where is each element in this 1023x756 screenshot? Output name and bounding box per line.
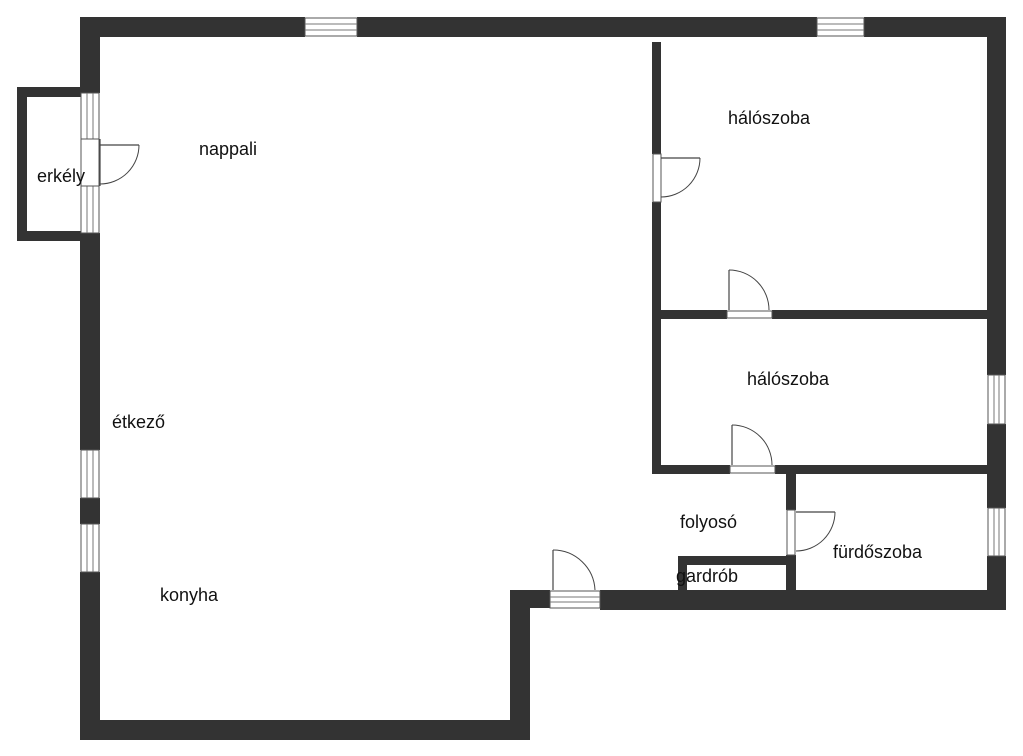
room-label-furdo: fürdőszoba <box>833 542 923 562</box>
wall-wardrobe-top <box>678 556 796 565</box>
wall-bathroom-left-bottom <box>786 555 796 595</box>
window-balcony-bottom <box>80 185 100 234</box>
wall-bedroom2-bottom-left <box>652 465 730 474</box>
wall-right-middle <box>987 424 1006 508</box>
window-top-right <box>816 17 865 37</box>
window-right-bathroom <box>987 507 1006 557</box>
window-right-bedroom2 <box>987 374 1006 425</box>
wall-left-middle <box>80 233 100 450</box>
door-bedroom2 <box>729 424 776 474</box>
wall-left-top <box>80 17 100 93</box>
wall-top-left <box>80 17 305 37</box>
wall-bottom-right <box>600 590 1006 610</box>
balcony-wall-top <box>17 87 83 97</box>
door-bathroom <box>786 509 836 556</box>
wall-step-top <box>510 590 550 608</box>
wall-bedroom2-bottom-right <box>775 465 988 474</box>
wall-right-top <box>987 17 1006 375</box>
wall-bedrooms-divider-right <box>772 310 988 319</box>
room-label-folyoso: folyosó <box>680 512 737 532</box>
window-top-left <box>304 17 358 37</box>
door-bedroom-divider <box>726 269 773 319</box>
room-label-gardrob: gardrób <box>676 566 738 586</box>
door-entrance <box>549 549 601 609</box>
door-balcony <box>80 138 140 187</box>
window-left-dining <box>80 449 100 499</box>
door-bedroom1 <box>652 153 701 203</box>
wall-bedroom1-left-top <box>652 42 661 154</box>
wall-top-right <box>864 17 1006 37</box>
window-balcony-top <box>80 92 100 140</box>
wall-bedrooms-divider-left <box>652 310 727 319</box>
wall-left-bottom <box>80 572 100 740</box>
window-left-kitchen <box>80 523 100 573</box>
room-label-halo1: hálószoba <box>728 108 811 128</box>
wall-top-middle <box>357 17 817 37</box>
balcony-wall-left <box>17 87 27 241</box>
room-label-etkezo: étkező <box>112 412 165 432</box>
balcony-wall-bottom <box>17 231 83 241</box>
wall-right-bottom <box>987 556 1006 610</box>
room-label-halo2: hálószoba <box>747 369 830 389</box>
wall-left-pier <box>80 498 100 524</box>
room-label-konyha: konyha <box>160 585 219 605</box>
wall-wardrobe-left <box>678 556 687 596</box>
room-label-erkely: erkély <box>37 166 85 186</box>
wall-bathroom-left-top <box>786 474 796 510</box>
wall-step-vertical <box>510 590 530 740</box>
wall-bottom <box>80 720 530 740</box>
wall-bedroom-left <box>652 202 661 474</box>
room-label-nappali: nappali <box>199 139 257 159</box>
